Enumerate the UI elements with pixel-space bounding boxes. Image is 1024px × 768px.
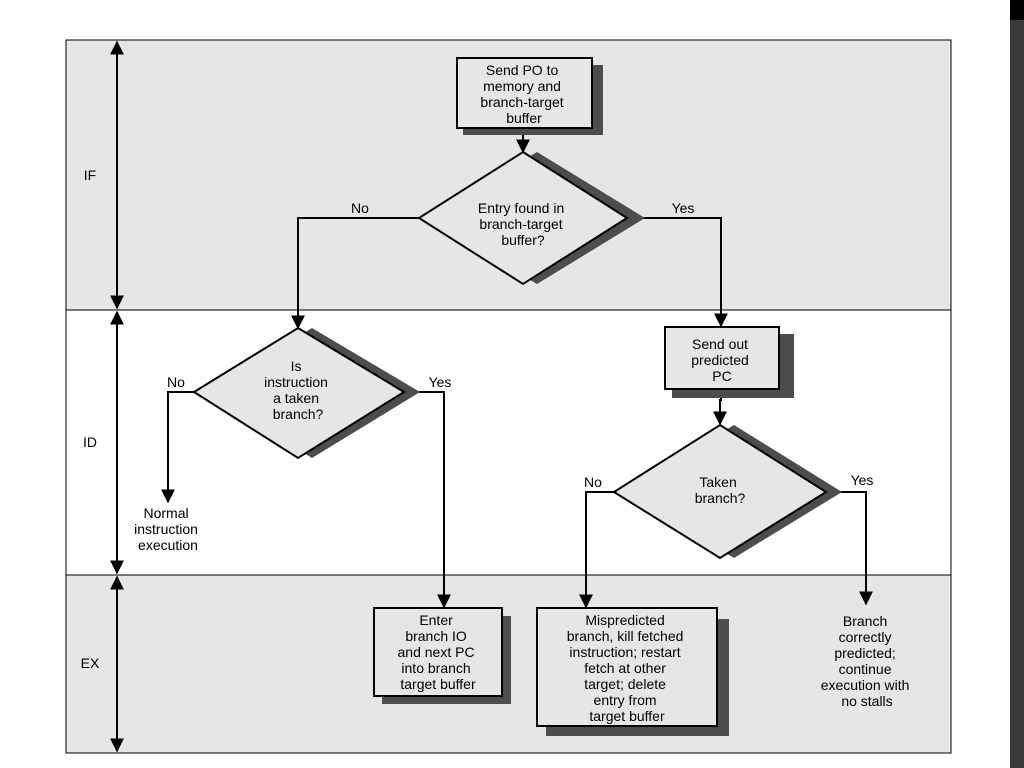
node-enter-branch: Enter branch IO and next PC into branch … <box>373 607 511 704</box>
stage-label-if: IF <box>84 167 96 183</box>
node-branch-correct: Branch correctly predicted; continue exe… <box>821 613 914 709</box>
svg-text:Entry found in branch-ta: Entry found in branch-target buffer? <box>478 200 568 248</box>
node-is-taken-branch: Is instruction a taken branch? <box>192 326 420 460</box>
label-entry-yes: Yes <box>672 200 695 216</box>
band-id <box>65 309 952 576</box>
label-taken-no: No <box>584 474 602 490</box>
svg-text:Mispredicted branch, kil: Mispredicted branch, kill fetched instru… <box>567 612 688 724</box>
label-taken-yes: Yes <box>851 472 874 488</box>
node-normal-execution: Normal instruction execution <box>134 505 202 553</box>
label-entry-no: No <box>351 200 369 216</box>
label-is-no: No <box>167 374 185 390</box>
node-send-predicted: Send out predicted PC <box>664 326 794 398</box>
svg-text:Is instruction a t: Is instruction a taken branch? <box>264 358 332 422</box>
svg-text:Send PO to memory and: Send PO to memory and branch-target buff… <box>480 62 567 126</box>
node-mispredicted: Mispredicted branch, kill fetched instru… <box>536 607 729 736</box>
stage-label-ex: EX <box>81 655 100 671</box>
stage-label-id: ID <box>83 434 97 450</box>
edge-is-no <box>161 391 194 504</box>
node-taken-branch: Taken branch? <box>612 423 842 560</box>
edge-taken-no <box>579 491 614 609</box>
svg-text:Enter branch IO an: Enter branch IO and next PC into branch … <box>398 612 479 692</box>
node-send-pc: Send PO to memory and branch-target buff… <box>456 57 603 135</box>
edge-entry-yes <box>627 217 728 328</box>
label-is-yes: Yes <box>429 374 452 390</box>
svg-text:Taken branch?: Taken branch? <box>695 474 746 506</box>
slide-shadow <box>1010 20 1024 768</box>
edge-entry-no <box>291 217 419 330</box>
node-entry-found: Entry found in branch-target buffer? <box>417 150 645 286</box>
svg-text:Send out predicted: Send out predicted PC <box>691 336 752 384</box>
